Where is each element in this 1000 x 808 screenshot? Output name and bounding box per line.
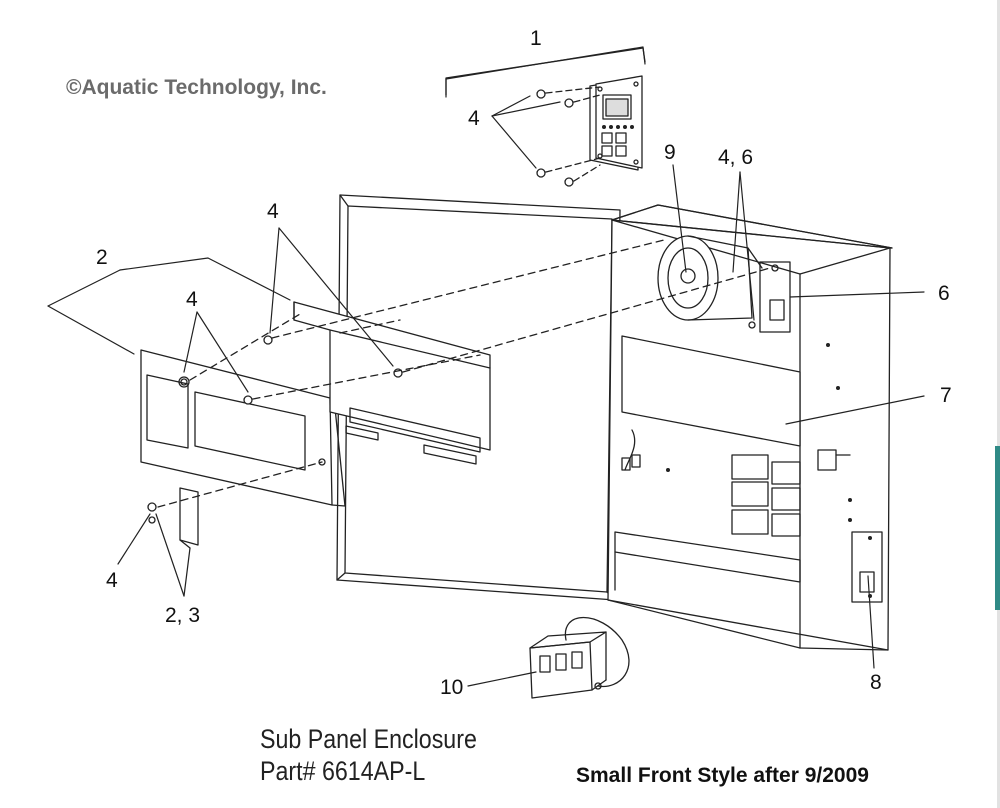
style-note: Small Front Style after 9/2009 [576,764,869,787]
enclosure-body [607,204,893,651]
relay-module [529,617,630,699]
callout-4-left: 4 [186,288,198,311]
faceplate-dashed-guides [545,86,601,182]
assembly-guides [157,239,771,508]
callout-4-faceplate: 4 [468,107,480,130]
small-bracket [147,487,199,549]
callout-10: 10 [440,676,464,699]
part-number: Part# 6614AP-L [260,756,426,786]
page-edge-divider [997,0,1000,808]
callout-6: 6 [938,282,950,305]
scroll-accent-bar [995,446,1000,610]
callout-2: 2 [96,246,108,269]
breaker-module [731,454,801,537]
inner-mounting-plate [293,301,491,465]
callout-7: 7 [940,384,952,407]
callout-2-3: 2, 3 [165,604,201,627]
front-panel [140,349,346,507]
copyright-notice: ©Aquatic Technology, Inc. [66,76,327,99]
callout-leaders [47,46,925,687]
callout-4-upper: 4 [267,200,279,223]
callout-9: 9 [664,141,676,164]
control-faceplate [445,47,646,171]
diagram-title: Sub Panel Enclosure [260,724,477,754]
faceplate-screws [536,89,574,187]
callout-4-bottom: 4 [106,569,118,592]
callout-1: 1 [530,27,542,50]
callout-4-6: 4, 6 [718,146,754,169]
callout-8: 8 [870,671,882,694]
